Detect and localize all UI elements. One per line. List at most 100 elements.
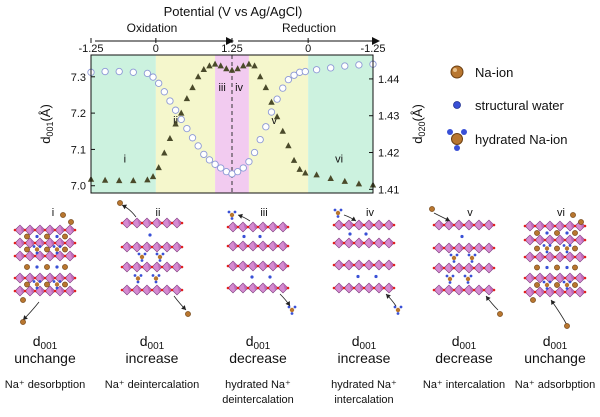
top-tick-label: -1.25 — [360, 43, 385, 55]
oxygen-atom — [472, 246, 476, 250]
d020-point — [273, 95, 281, 103]
oxygen-atom — [276, 225, 280, 229]
oxygen-atom — [523, 224, 527, 228]
oxygen-atom — [23, 289, 27, 293]
stage-caption-d001: d001 — [246, 333, 271, 352]
oxygen-atom — [236, 264, 240, 268]
d020-point — [194, 142, 202, 150]
right-tick-label: 1.43 — [378, 111, 399, 123]
oxygen-atom — [432, 246, 436, 250]
oxygen-atom — [53, 228, 57, 232]
water-molecule — [35, 234, 39, 239]
oxygen-atom — [372, 241, 376, 245]
oxygen-atom — [180, 245, 184, 249]
right-tick-label: 1.44 — [378, 74, 399, 86]
na-ion — [534, 230, 540, 236]
d020-point — [341, 62, 349, 70]
oxygen-atom — [256, 244, 260, 248]
na-ion — [534, 282, 540, 288]
oxygen-atom — [266, 286, 270, 290]
oxygen-atom — [533, 224, 537, 228]
oxygen-atom — [130, 288, 134, 292]
oxygen-atom — [382, 263, 386, 267]
d020-point — [129, 68, 137, 76]
water-molecule — [290, 312, 294, 315]
water-molecule — [55, 286, 59, 290]
d020-point — [284, 76, 293, 84]
water-molecule — [55, 265, 59, 269]
top-axis-title: Potential (V vs Ag/AgCl) — [164, 4, 303, 19]
phase-region-iii — [215, 55, 232, 193]
water-molecule — [399, 305, 403, 309]
oxygen-atom — [276, 244, 280, 248]
stage-caption-d001: d001 — [452, 333, 477, 352]
d001-point — [194, 73, 202, 80]
oxygen-atom — [140, 265, 144, 269]
oxygen-atom — [573, 255, 577, 259]
water-molecule — [32, 245, 36, 248]
motion-arrow-head — [23, 315, 28, 320]
d001-point — [200, 66, 207, 73]
oxygen-atom — [53, 254, 57, 258]
oxygen-atom — [63, 241, 67, 245]
water-molecule — [139, 274, 143, 277]
oxygen-atom — [573, 224, 577, 228]
oxygen-atom — [120, 265, 124, 269]
oxygen-atom — [43, 254, 47, 258]
stage-caption-action: increase — [338, 350, 391, 366]
motion-arrow-head — [285, 301, 290, 306]
oxygen-atom — [352, 286, 356, 290]
oxygen-atom — [372, 286, 376, 290]
water-molecule — [455, 253, 459, 257]
hydrated-na-ion-icon — [447, 129, 467, 151]
water-molecule — [548, 244, 552, 247]
oxygen-atom — [286, 286, 290, 290]
oxygen-atom — [120, 245, 124, 249]
oxygen-atom — [342, 286, 346, 290]
phase-label-iv: iv — [235, 82, 243, 94]
oxygen-atom — [266, 244, 270, 248]
water-molecule — [448, 281, 452, 284]
d001-point — [341, 177, 348, 184]
oxygen-atom — [462, 223, 466, 227]
stage-label: i — [52, 207, 54, 219]
oxygen-atom — [13, 241, 17, 245]
oxygen-atom — [73, 289, 77, 293]
hydrated-na-ion — [34, 247, 40, 252]
oxygen-atom — [286, 225, 290, 229]
stage-mechanism-line1: Na⁺ intercalation — [423, 379, 505, 391]
oxygen-atom — [432, 223, 436, 227]
oxygen-atom — [362, 263, 366, 267]
oxygen-atom — [33, 289, 37, 293]
na-ion — [572, 230, 578, 236]
oxygen-atom — [482, 288, 486, 292]
top-axis-direction-left: Oxidation — [127, 21, 178, 35]
hydrated-na-ion — [153, 276, 159, 281]
oxygen-atom — [23, 276, 27, 280]
water-molecule — [545, 287, 549, 290]
d020-point — [301, 67, 309, 76]
d020-point — [239, 164, 247, 172]
oxygen-atom — [462, 288, 466, 292]
oxygen-atom — [362, 241, 366, 245]
left-tick-label: 7.0 — [71, 181, 86, 193]
oxygen-atom — [442, 223, 446, 227]
water-molecule — [466, 281, 470, 284]
oxygen-atom — [492, 246, 496, 250]
oxygen-atom — [352, 241, 356, 245]
na-ion — [117, 200, 123, 206]
d001-point — [327, 174, 334, 181]
water-molecule — [133, 274, 137, 277]
oxygen-atom — [482, 246, 486, 250]
oxygen-atom — [236, 286, 240, 290]
motion-arrow-head — [486, 296, 491, 301]
left-tick-label: 7.3 — [71, 72, 86, 84]
d001-point — [268, 98, 275, 105]
water-molecule — [449, 253, 453, 257]
oxygen-atom — [492, 223, 496, 227]
oxygen-atom — [482, 223, 486, 227]
legend-label-structural-water: structural water — [475, 98, 565, 113]
na-ion — [62, 281, 68, 288]
water-molecule — [158, 259, 162, 262]
